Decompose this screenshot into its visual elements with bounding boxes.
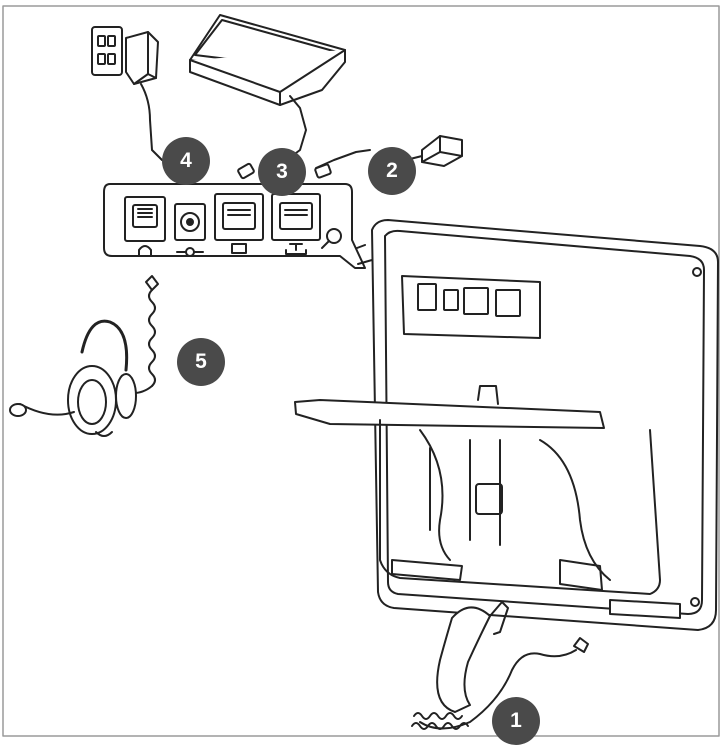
callout-3-label: 3 <box>276 160 288 184</box>
headset-icon <box>10 276 158 436</box>
callout-2: 2 <box>368 147 416 195</box>
callout-4-label: 4 <box>180 149 192 173</box>
power-outlet-icon <box>92 27 122 75</box>
callout-2-label: 2 <box>386 159 398 183</box>
power-adapter-icon <box>126 32 162 160</box>
callout-5: 5 <box>177 338 225 386</box>
callout-1-label: 1 <box>510 709 522 733</box>
callout-5-label: 5 <box>195 350 207 374</box>
callout-1: 1 <box>492 697 540 745</box>
desk-phone-icon <box>295 220 718 630</box>
callout-3: 3 <box>258 148 306 196</box>
port-panel-magnified <box>104 184 365 268</box>
pc-laptop-icon <box>190 15 345 170</box>
callout-4: 4 <box>162 137 210 185</box>
